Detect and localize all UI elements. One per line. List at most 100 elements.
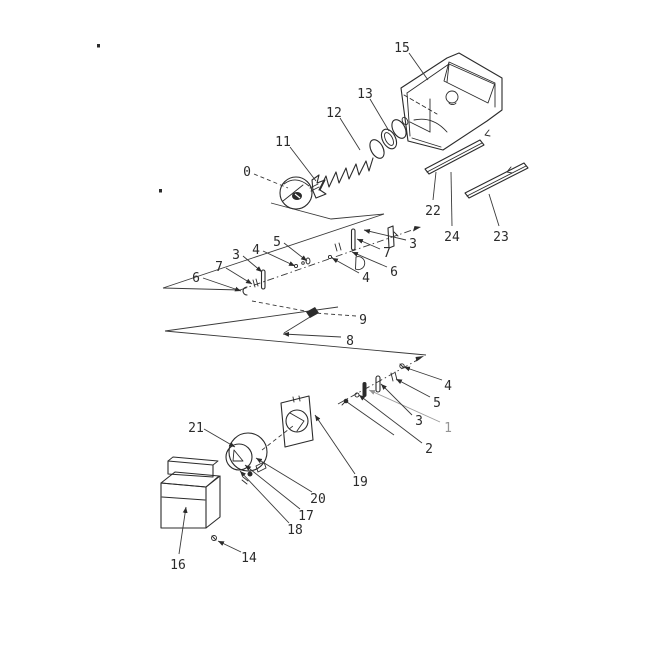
disc-rim (283, 179, 310, 187)
leader-line-1 (368, 389, 441, 423)
leader-line-9 (313, 312, 357, 317)
callout-7: 7 (383, 246, 391, 261)
bucket-back-corner (446, 63, 450, 83)
c-clip (242, 286, 248, 296)
leader-line-6 (351, 251, 388, 268)
motor-face-triangle (232, 449, 244, 462)
leader-line-3 (363, 228, 407, 241)
sight-line-v-under-disc (270, 202, 385, 220)
box-side (205, 475, 221, 529)
callout-4: 4 (362, 271, 370, 286)
ice-bucket (400, 52, 503, 151)
callout-15: 15 (394, 41, 410, 56)
bucket-step-2 (409, 121, 431, 133)
blade-bracket-shape (311, 174, 327, 199)
mounting-rails (424, 129, 529, 199)
leader-line-17 (244, 464, 301, 510)
callout-6: 6 (390, 265, 398, 280)
motor-clip-2 (241, 479, 248, 485)
bucket-left-inner-edge (406, 92, 411, 137)
ring-3 (391, 119, 407, 139)
motor-body (228, 432, 268, 472)
callout-2: 2 (425, 442, 433, 457)
end-bracket-hook (393, 231, 399, 237)
callout-24: 24 (444, 230, 460, 245)
rail-lower (464, 162, 529, 199)
auger-spring (318, 157, 374, 191)
leader-line-unlabeled-0 (346, 401, 395, 436)
leader-line-6 (202, 277, 242, 292)
lc-dark-bar (362, 382, 367, 397)
leader-line-18 (239, 470, 290, 524)
stray-mark-1 (159, 189, 162, 193)
callout-21: 21 (188, 421, 204, 436)
callout-7: 7 (215, 260, 223, 275)
upper-axis-arrowhead (413, 226, 421, 232)
auger-hole (445, 90, 459, 104)
spacer-block (306, 307, 319, 318)
callout-4: 4 (252, 243, 260, 258)
callout-19: 19 (352, 475, 368, 490)
auger-motor (225, 425, 294, 485)
disc-face-line (282, 184, 304, 202)
lc-bearing-pin (375, 375, 381, 393)
leader-line-3 (242, 255, 263, 273)
callout-18: 18 (287, 523, 303, 538)
lc-screw (399, 363, 405, 369)
callout-3: 3 (409, 237, 417, 252)
upper-cluster-axis (239, 227, 419, 291)
callout-23: 23 (493, 230, 509, 245)
lower-shaft-cluster (341, 363, 405, 406)
leader-line-16 (178, 506, 188, 555)
leader-line-14 (217, 540, 242, 553)
d-washer (355, 256, 366, 270)
leader-line-15 (408, 52, 429, 81)
callout-20: 20 (310, 492, 326, 507)
lc-clip-2 (394, 371, 398, 381)
bearing-pin-left (260, 269, 266, 290)
motor-tab (255, 461, 267, 473)
bucket-outline (400, 52, 503, 151)
leader-line-13 (369, 98, 390, 132)
leader-line-24 (450, 171, 453, 227)
disc-outer (279, 176, 313, 210)
lc-washer (354, 392, 360, 398)
plate-notch-1 (292, 396, 295, 403)
callout-0: 0 (243, 165, 251, 180)
leader-line-4 (262, 250, 296, 267)
motor-face (225, 443, 253, 471)
callout-13: 13 (357, 87, 373, 102)
leader-line-11 (289, 146, 317, 182)
leader-line-3 (380, 383, 413, 416)
motor-clip-1 (242, 476, 249, 482)
callout-8: 8 (346, 334, 354, 349)
plate-notch-2 (298, 395, 301, 402)
spacer-block-assembly (251, 300, 319, 334)
box-ridge (167, 460, 214, 478)
lc-screw-slot (399, 363, 405, 369)
clip-bar-2 (338, 242, 342, 251)
stray-mark-0 (97, 44, 100, 48)
motor-cover-box (160, 456, 221, 529)
pin-small-2 (255, 278, 259, 287)
lc-stud-stem (341, 400, 347, 406)
sight-line-lower (164, 330, 427, 356)
spacer-dash-line (251, 300, 306, 312)
leader-line-12 (339, 117, 361, 151)
plate-hole-detail (289, 412, 305, 432)
d-washer-flat (355, 256, 357, 270)
pin-small-1 (252, 279, 256, 288)
leader-line-20 (255, 457, 313, 493)
ring-1 (369, 139, 385, 159)
box-ridge-top (167, 456, 219, 466)
callout-1: 1 (444, 421, 452, 436)
end-bracket (387, 225, 395, 249)
washer-b (301, 261, 305, 265)
box-front-line (161, 496, 206, 501)
callout-5: 5 (273, 235, 281, 250)
drive-disc (279, 176, 313, 210)
callout-9: 9 (359, 313, 367, 328)
rail-lower-inner (466, 165, 527, 197)
